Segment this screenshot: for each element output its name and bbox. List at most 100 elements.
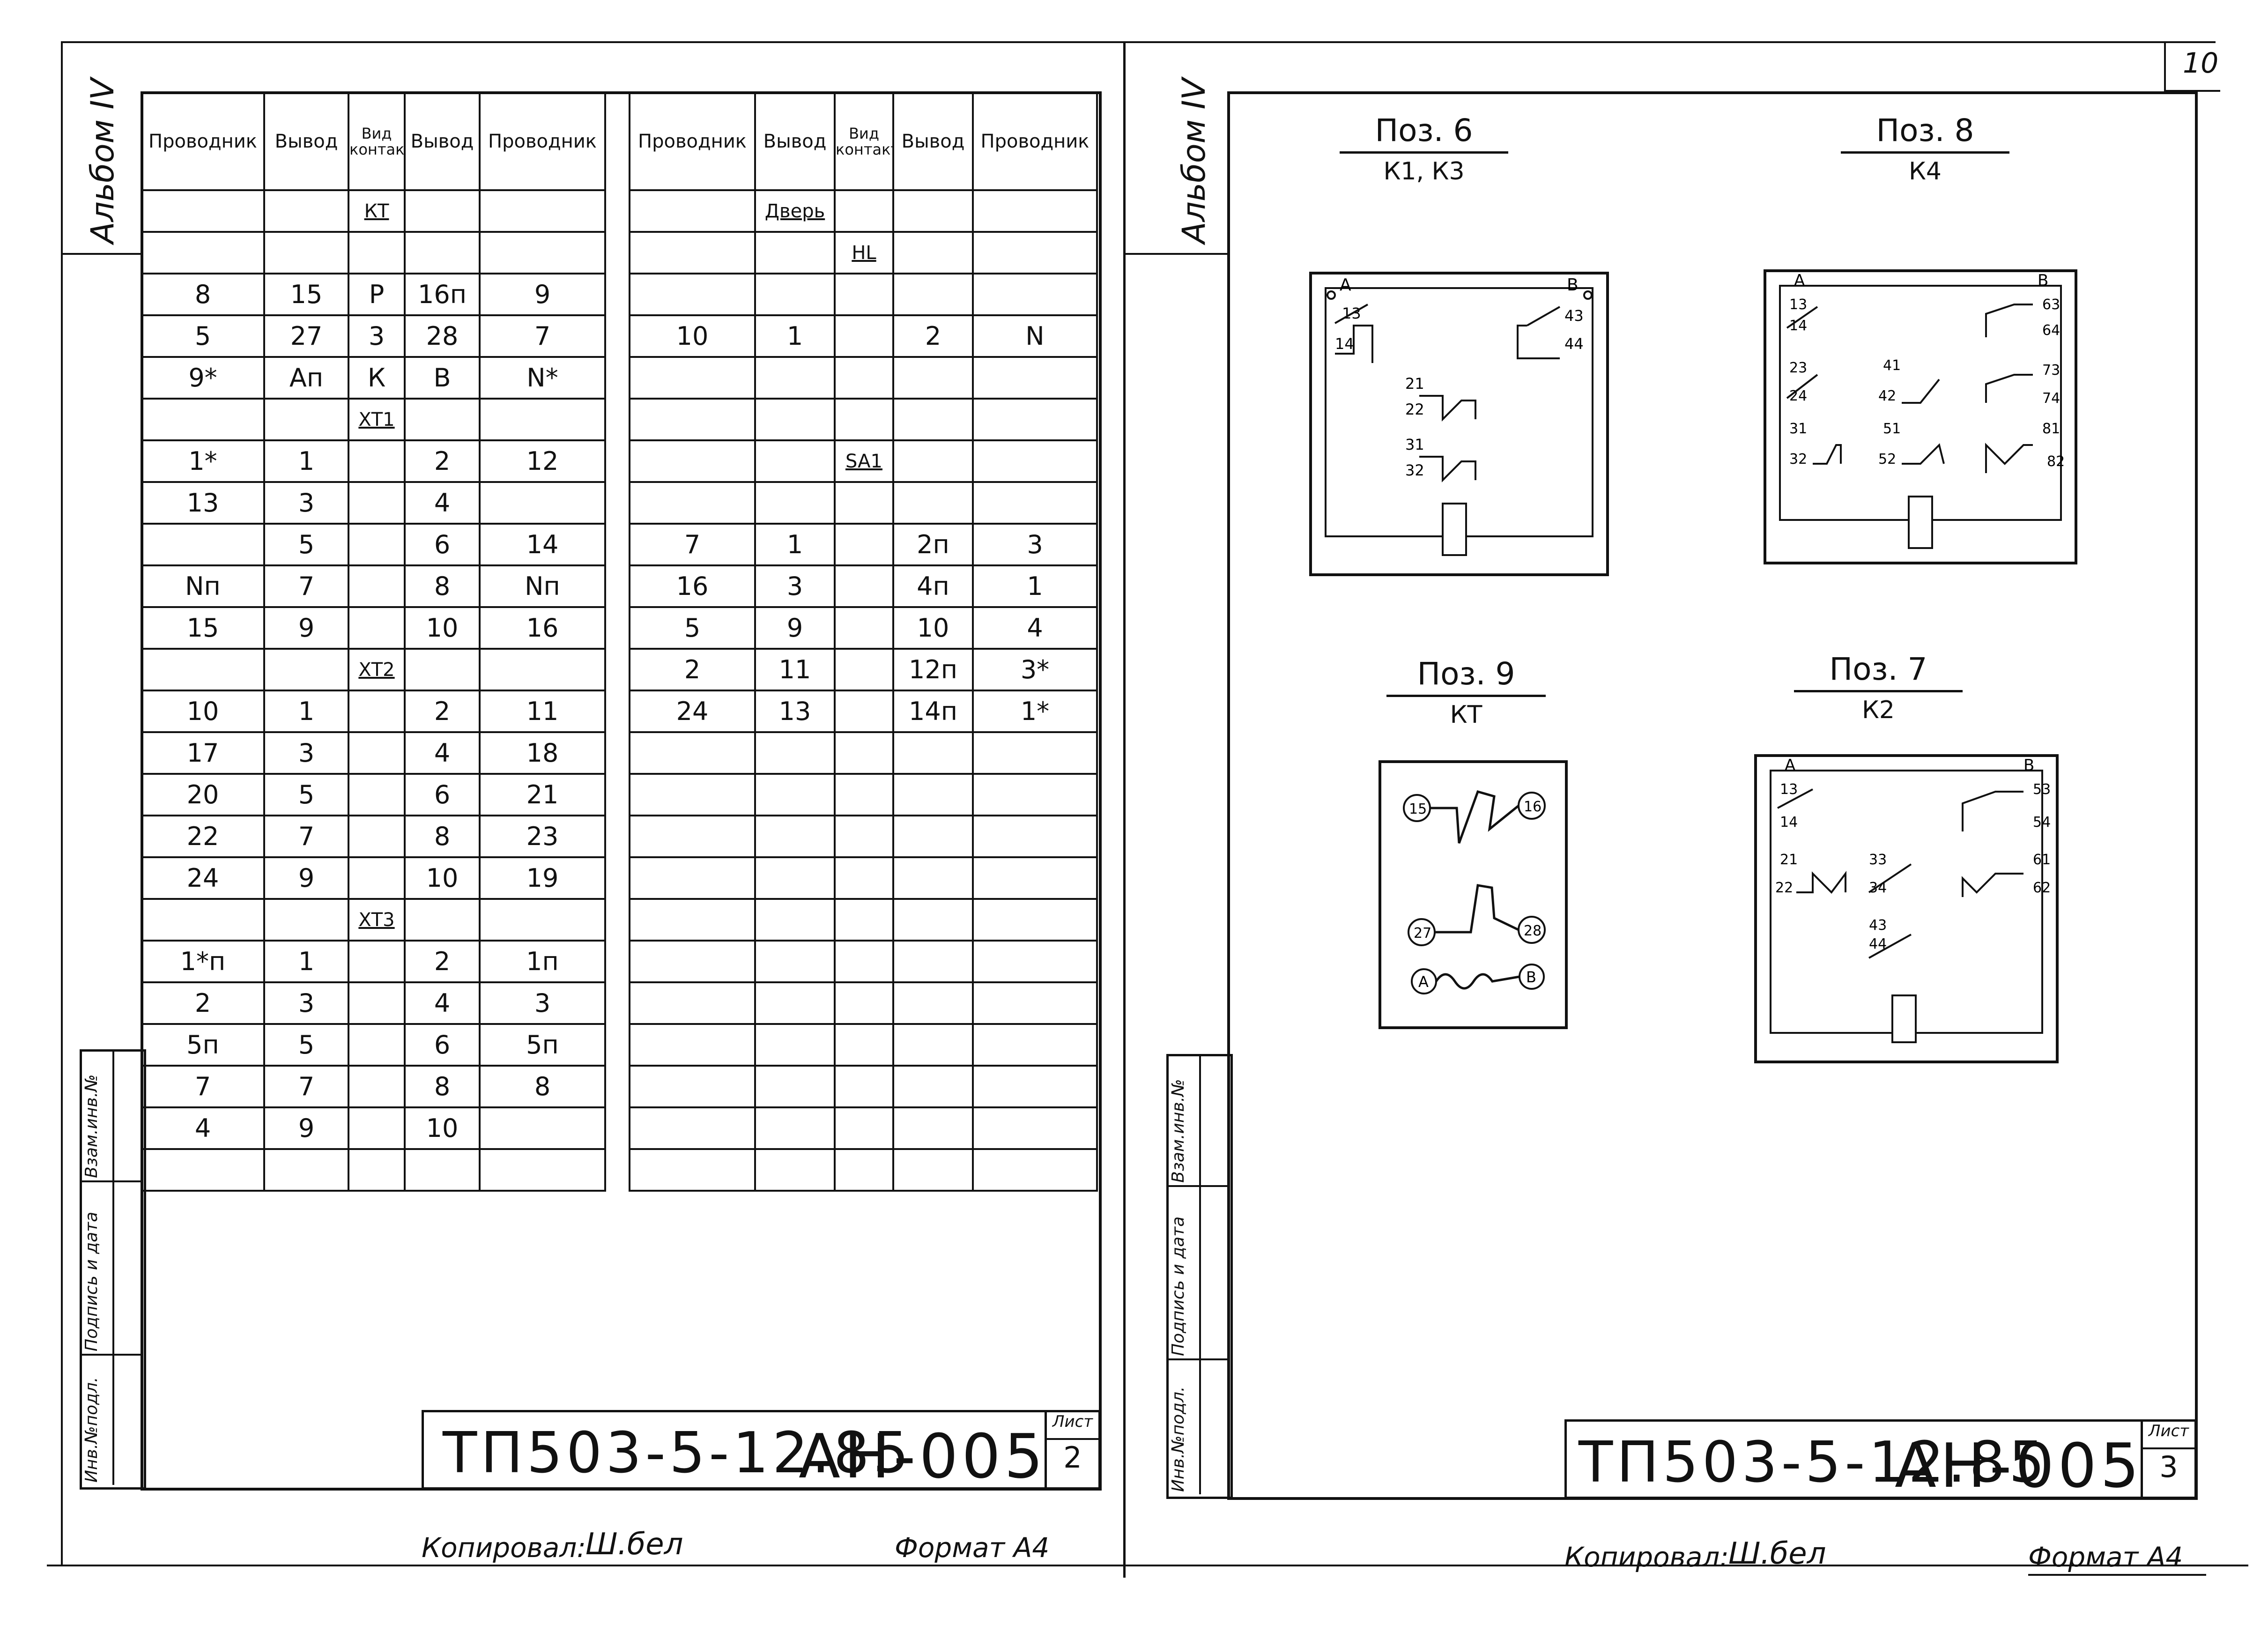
table-cell: ХТ2 xyxy=(348,648,406,691)
table-cell: 10 xyxy=(404,1106,481,1150)
diag-label: А xyxy=(1340,275,1351,295)
table-cell xyxy=(834,564,894,608)
table-cell: 9 xyxy=(479,273,606,316)
right-copied-signature: Ш.бел xyxy=(1728,1536,1826,1571)
table-row xyxy=(629,273,1098,316)
table-cell: 2 xyxy=(404,940,481,983)
table-cell xyxy=(972,481,1098,525)
table-cell: 2 xyxy=(404,439,481,483)
diag-label: 22 xyxy=(1775,880,1793,896)
left-side-label-sign: Подпись и дата xyxy=(82,1211,101,1351)
col-header-terminal: Вывод xyxy=(754,91,836,191)
table-cell xyxy=(754,356,836,400)
table-cell xyxy=(629,356,756,400)
table-cell xyxy=(141,898,265,942)
table-cell: 28 xyxy=(404,314,481,358)
pos8-title: Поз. 8 xyxy=(1841,112,2009,154)
table-row: ХТ3 xyxy=(141,898,606,942)
diag-label: 33 xyxy=(1869,852,1887,868)
page-number-box-line xyxy=(2164,43,2166,90)
table-cell xyxy=(754,731,836,775)
table-cell xyxy=(263,898,349,942)
table-cell: 10 xyxy=(141,690,265,733)
table-cell xyxy=(754,1106,836,1150)
table-row xyxy=(141,1148,606,1192)
table-cell: К xyxy=(348,356,406,400)
table-cell: Nп xyxy=(141,564,265,608)
table-cell: 7 xyxy=(629,523,756,566)
diag-label: 13 xyxy=(1789,297,1807,313)
table-cell xyxy=(972,1106,1098,1150)
table-cell xyxy=(141,1148,265,1192)
table-cell: 1*п xyxy=(141,940,265,983)
diag-label: В xyxy=(2023,756,2034,775)
table-cell xyxy=(629,273,756,316)
table-cell xyxy=(892,898,974,942)
table-cell xyxy=(348,1065,406,1108)
table-cell xyxy=(404,231,481,274)
table-row xyxy=(629,1106,1098,1150)
table-cell xyxy=(479,898,606,942)
table-cell: 3 xyxy=(348,314,406,358)
table-cell xyxy=(834,731,894,775)
table-cell: 9 xyxy=(263,606,349,650)
table-cell: 4 xyxy=(404,731,481,775)
table-cell xyxy=(141,398,265,441)
table-cell xyxy=(141,189,265,233)
table-cell xyxy=(629,1106,756,1150)
table-cell xyxy=(479,189,606,233)
table-cell: 1* xyxy=(972,690,1098,733)
col-header-terminal: Вывод xyxy=(892,91,974,191)
diag-label: В xyxy=(2038,271,2048,290)
table-cell xyxy=(972,398,1098,441)
table-cell xyxy=(834,273,894,316)
table-cell xyxy=(972,189,1098,233)
table-cell: 6 xyxy=(404,1023,481,1067)
left-album-strip xyxy=(61,253,141,255)
table-cell xyxy=(629,439,756,483)
diag-label: А xyxy=(1418,973,1429,991)
diag-label: 63 xyxy=(2042,297,2060,313)
diag-label: 64 xyxy=(2042,322,2060,339)
table-cell: 16 xyxy=(479,606,606,650)
diag-label: 15 xyxy=(1409,801,1427,817)
table-cell xyxy=(263,1148,349,1192)
table-cell xyxy=(892,1148,974,1192)
diag-label: 52 xyxy=(1878,451,1896,467)
table-cell: 7 xyxy=(263,564,349,608)
table-cell: 13 xyxy=(141,481,265,525)
table-cell: 2 xyxy=(404,690,481,733)
pos9-subtitle: КТ xyxy=(1450,701,1482,729)
table-cell: 27 xyxy=(263,314,349,358)
table-cell xyxy=(629,1065,756,1108)
table-row xyxy=(629,356,1098,400)
table-cell xyxy=(754,1065,836,1108)
table-cell: 20 xyxy=(141,773,265,816)
table-row xyxy=(629,773,1098,816)
table-cell xyxy=(834,189,894,233)
table-cell xyxy=(629,856,756,900)
table-cell xyxy=(629,1148,756,1192)
table-cell xyxy=(629,398,756,441)
table-cell xyxy=(348,815,406,858)
table-cell: КТ xyxy=(348,189,406,233)
table-cell xyxy=(754,856,836,900)
table-cell xyxy=(892,189,974,233)
table-cell xyxy=(754,815,836,858)
pos7-heading: Поз. 7 К2 xyxy=(1794,651,1963,724)
connection-table-2: Проводник Вывод Вид контакта Вывод Прово… xyxy=(629,91,1098,1192)
table-cell xyxy=(972,356,1098,400)
table-cell: 15 xyxy=(263,273,349,316)
table-cell xyxy=(892,356,974,400)
table-cell: 10 xyxy=(404,606,481,650)
table-cell xyxy=(892,1023,974,1067)
diag-label: 41 xyxy=(1883,357,1901,374)
table-cell xyxy=(629,231,756,274)
